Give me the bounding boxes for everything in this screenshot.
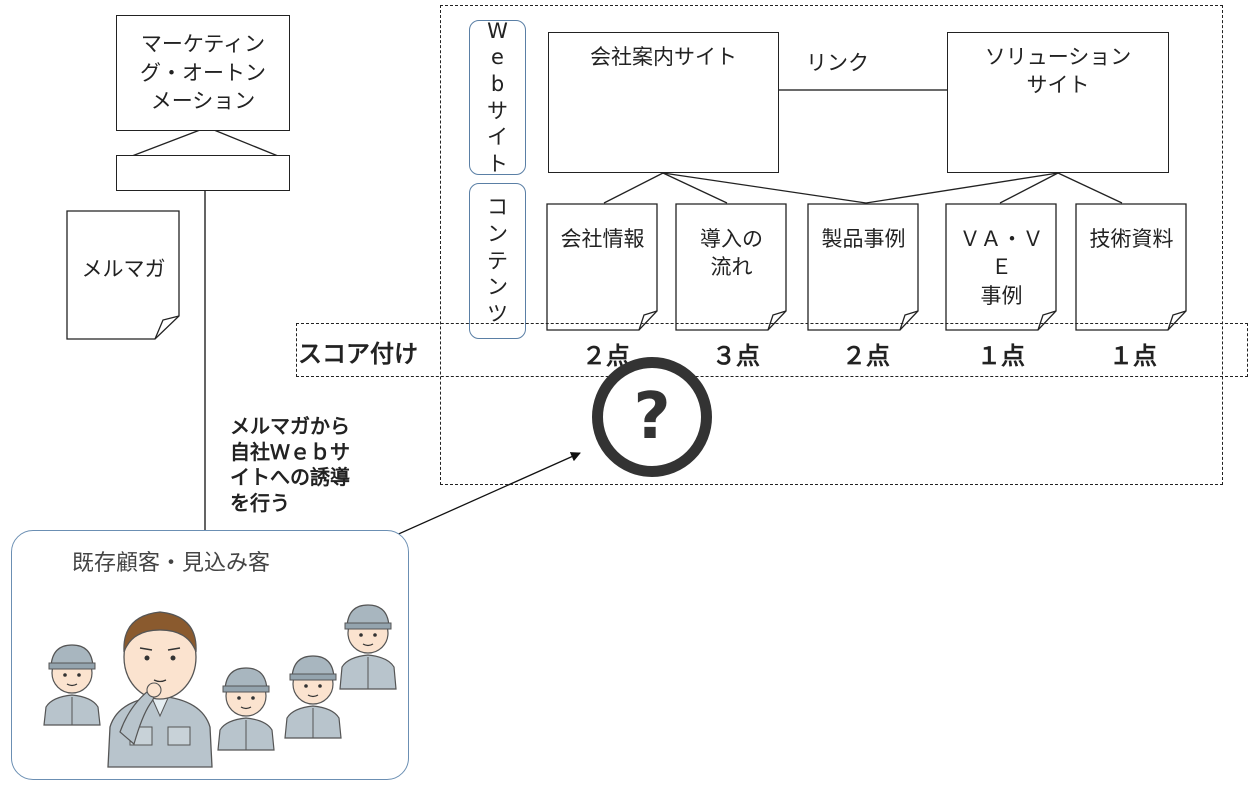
tree-solution-product [865, 172, 1059, 204]
document-shape-icon [546, 203, 658, 331]
score-value: ３点 [712, 342, 760, 370]
score-value: １点 [1109, 342, 1157, 370]
company-site-label: 会社案内サイト [590, 45, 737, 69]
content-doc-intro-flow: 導入の 流れ [675, 203, 788, 331]
contents-group-label-box: コ ン テ ン ツ [469, 183, 526, 339]
contents-group-label: コ ン テ ン ツ [487, 195, 508, 326]
tree-company-product [662, 172, 867, 204]
ma-funnel-right [213, 129, 279, 157]
solution-site-label: ソリューション サイト [984, 45, 1132, 98]
content-doc-product-cases: 製品事例 [807, 203, 920, 331]
question-mark-symbol: ? [633, 380, 671, 454]
website-area-frame [440, 5, 1223, 485]
ma-funnel-left [131, 129, 201, 157]
content-label: 導入の 流れ [700, 227, 763, 280]
document-shape-icon [1075, 203, 1187, 331]
link-label: リンク [806, 51, 869, 75]
marketing-automation-label: マーケティン グ・オートン メーション [140, 32, 266, 114]
tree-company-info [603, 172, 664, 204]
document-shape-icon [807, 203, 919, 331]
scoring-band [296, 323, 1248, 377]
document-shape-icon [675, 203, 787, 331]
guide-note: メルマガから 自社Ｗｅｂサ イトへの誘導 を行う [230, 414, 350, 515]
score-value: １点 [977, 342, 1025, 370]
content-label: 製品事例 [821, 227, 906, 251]
newsletter-label: メルマガ [81, 256, 166, 281]
scoring-label: スコア付け [298, 340, 418, 368]
question-mark-icon: ? [592, 357, 712, 477]
customer-group-label: 既存顧客・見込み客 [72, 551, 271, 576]
marketing-automation-base [116, 155, 290, 191]
content-label: 会社情報 [560, 227, 645, 251]
content-doc-technical-docs: 技術資料 [1075, 203, 1188, 331]
tree-solution-tech [1057, 172, 1123, 204]
content-doc-vave-cases: ＶＡ・Ｖ Ｅ 事例 [945, 203, 1058, 331]
website-group-label-box: W e b サ イ ト [469, 18, 526, 176]
website-group-label: W e b サ イ ト [487, 18, 508, 176]
tree-solution-vave [999, 172, 1059, 204]
customer-group-box: 既存顧客・見込み客 [11, 530, 409, 780]
marketing-automation-box: マーケティン グ・オートン メーション [116, 15, 290, 131]
document-shape-icon [945, 203, 1057, 331]
score-value: ２点 [842, 342, 890, 370]
content-doc-company-info: 会社情報 [546, 203, 659, 331]
content-label: 技術資料 [1089, 227, 1174, 251]
content-label: ＶＡ・Ｖ Ｅ 事例 [959, 227, 1044, 308]
company-site-box: 会社案内サイト [548, 32, 779, 173]
solution-site-box: ソリューション サイト [947, 32, 1169, 173]
document-shape-icon [66, 210, 180, 340]
tree-intro-flow [662, 172, 728, 204]
newsletter-document: メルマガ [66, 210, 181, 340]
